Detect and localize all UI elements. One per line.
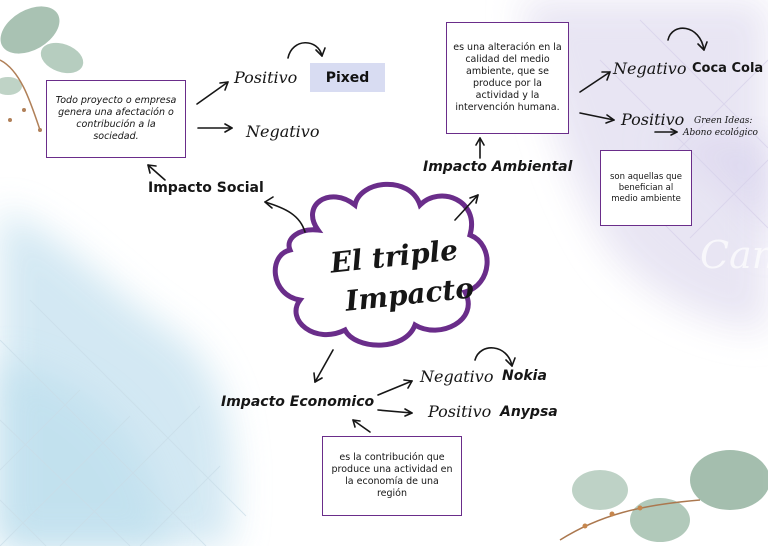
- environmental-negative-label: Negativo: [613, 59, 687, 78]
- environmental-definition-box: es una alteración en la calidad del medi…: [446, 22, 569, 134]
- environmental-negative-example: Coca Cola: [692, 61, 764, 76]
- environmental-positive-note-text: son aquellas que benefician al medio amb…: [609, 171, 682, 204]
- social-title: Impacto Social: [148, 180, 264, 196]
- environmental-definition-text: es una alteración en la calidad del medi…: [453, 42, 562, 113]
- connector-arrows: [147, 27, 708, 433]
- environmental-title: Impacto Ambiental: [423, 159, 573, 175]
- svg-text:Can: Can: [700, 233, 768, 277]
- economic-negative-label: Negativo: [420, 367, 494, 386]
- environmental-positive-note-box: son aquellas que benefician al medio amb…: [600, 150, 692, 226]
- center-cloud: [272, 181, 490, 348]
- economic-positive-example: Anypsa: [500, 404, 558, 420]
- social-negative-label: Negativo: [246, 122, 320, 141]
- economic-positive-label: Positivo: [428, 402, 492, 421]
- social-positive-example-text: Pixed: [325, 69, 370, 86]
- economic-title: Impacto Economico: [221, 394, 375, 410]
- environmental-positive-label: Positivo: [621, 110, 685, 129]
- economic-definition-box: es la contribución que produce una activ…: [322, 436, 462, 516]
- economic-negative-example: Nokia: [502, 368, 547, 384]
- environmental-positive-example-line1: Green Ideas:: [694, 116, 753, 126]
- social-definition-box: Todo proyecto o empresa genera una afect…: [46, 80, 186, 158]
- environmental-positive-example-line2: Abono ecológico: [683, 128, 758, 138]
- social-definition-text: Todo proyecto o empresa genera una afect…: [55, 95, 177, 142]
- social-positive-label: Positivo: [234, 68, 298, 87]
- economic-definition-text: es la contribución que produce una activ…: [331, 452, 453, 499]
- social-positive-example: Pixed: [310, 63, 385, 92]
